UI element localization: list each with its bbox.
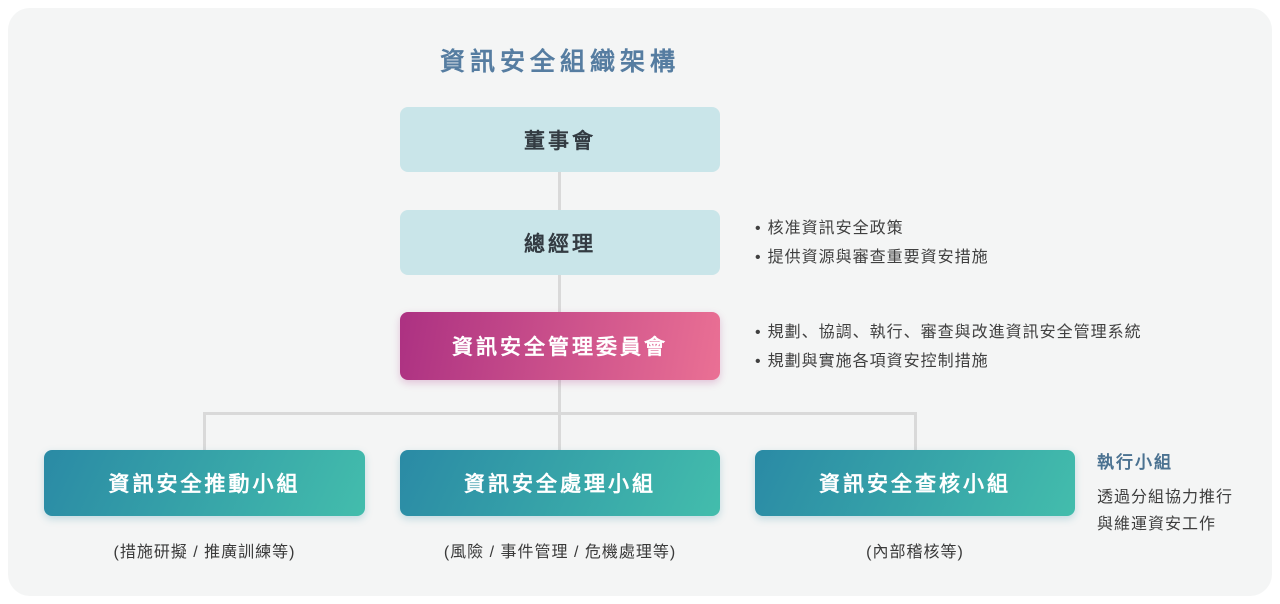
list-item: • 核准資訊安全政策 bbox=[755, 214, 989, 243]
list-item: • 規劃、協調、執行、審查與改進資訊安全管理系統 bbox=[755, 318, 1142, 347]
list-item: • 規劃與實施各項資安控制措施 bbox=[755, 347, 1142, 376]
connector-drop-team-c bbox=[914, 412, 917, 450]
node-infosec-committee: 資訊安全管理委員會 bbox=[400, 312, 720, 380]
execution-teams-note-line: 透過分組協力推行 bbox=[1097, 489, 1234, 506]
node-promotion-team: 資訊安全推動小組 bbox=[44, 450, 365, 516]
handling-team-caption: (風險 / 事件管理 / 危機處理等) bbox=[443, 544, 677, 561]
gm-duty-text: 核准資訊安全政策 bbox=[767, 220, 904, 237]
committee-duty-text: 規劃、協調、執行、審查與改進資訊安全管理系統 bbox=[767, 324, 1142, 341]
committee-duty-text: 規劃與實施各項資安控制措施 bbox=[767, 353, 989, 370]
bullet-icon: • bbox=[755, 249, 762, 266]
bullet-icon: • bbox=[755, 324, 762, 341]
execution-teams-heading: 執行小組 bbox=[1097, 453, 1173, 472]
page-title: 資訊安全組織架構 bbox=[439, 48, 680, 76]
execution-teams-note: 執行小組 透過分組協力推行 與維運資安工作 bbox=[1097, 448, 1272, 538]
node-board-of-directors: 董事會 bbox=[400, 107, 720, 172]
execution-teams-note-line: 與維運資安工作 bbox=[1097, 516, 1217, 533]
gm-duty-text: 提供資源與審查重要資安措施 bbox=[767, 249, 989, 266]
promotion-team-caption: (措施研擬 / 推廣訓練等) bbox=[113, 544, 296, 561]
node-audit-team: 資訊安全查核小組 bbox=[755, 450, 1075, 516]
connector-drop-team-b bbox=[558, 412, 561, 450]
bullet-icon: • bbox=[755, 353, 762, 370]
audit-team-caption: (內部稽核等) bbox=[866, 544, 964, 561]
connector-board-gm bbox=[558, 172, 561, 210]
connector-committee-branch bbox=[558, 380, 561, 414]
connector-gm-committee bbox=[558, 275, 561, 312]
node-general-manager: 總經理 bbox=[400, 210, 720, 275]
bullet-icon: • bbox=[755, 220, 762, 237]
gm-duties-list: • 核准資訊安全政策 • 提供資源與審查重要資安措施 bbox=[755, 214, 989, 272]
connector-drop-team-a bbox=[203, 412, 206, 450]
committee-duties-list: • 規劃、協調、執行、審查與改進資訊安全管理系統 • 規劃與實施各項資安控制措施 bbox=[755, 318, 1142, 376]
list-item: • 提供資源與審查重要資安措施 bbox=[755, 243, 989, 272]
node-handling-team: 資訊安全處理小組 bbox=[400, 450, 720, 516]
